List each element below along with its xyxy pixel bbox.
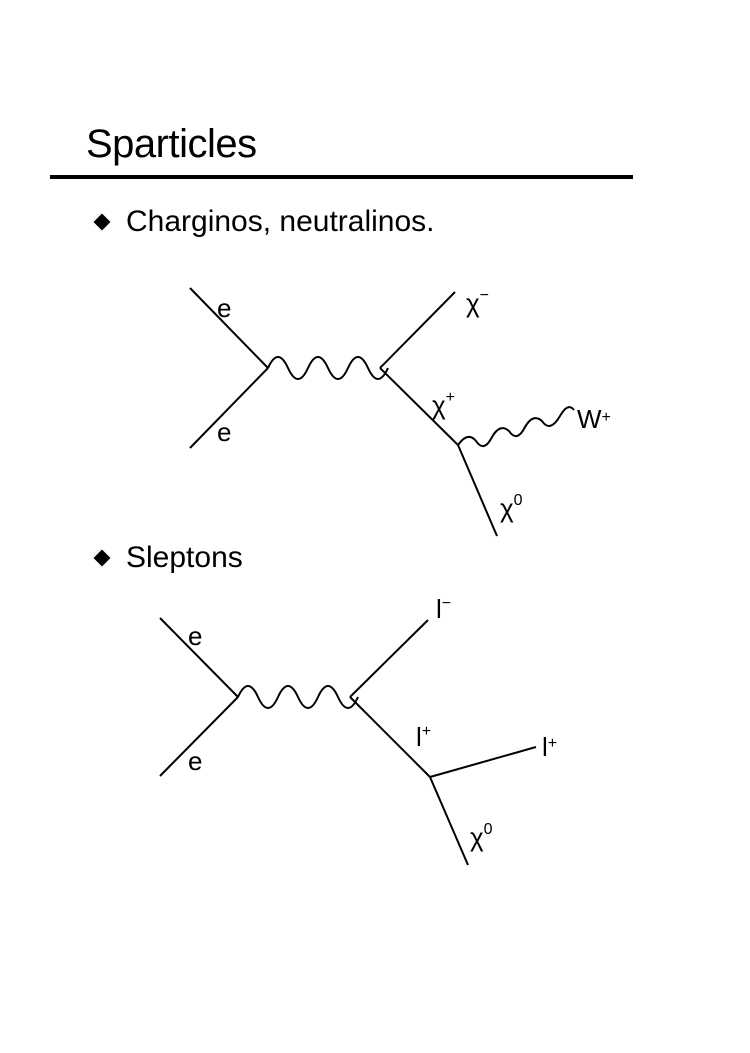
title-rule xyxy=(50,175,633,179)
label-e-top: e xyxy=(188,621,202,651)
label-chi-zero: χ0 xyxy=(470,821,493,852)
outgoing-lepton-line xyxy=(429,746,537,778)
bullet-text: Sleptons xyxy=(126,541,243,574)
label-chi-plus: χ+ xyxy=(432,389,455,420)
label-e-bottom: e xyxy=(217,417,231,447)
label-e-bottom: e xyxy=(188,746,202,776)
incoming-electron-line xyxy=(159,617,239,698)
intermediate-slepton-line xyxy=(349,696,431,778)
outgoing-neutralino-line xyxy=(429,776,469,866)
label-lepton-plus: l+ xyxy=(542,732,557,762)
bullet-text: Charginos, neutralinos. xyxy=(126,205,435,238)
outgoing-chargino-line xyxy=(379,291,456,369)
label-w-plus: W+ xyxy=(577,404,611,434)
incoming-positron-line xyxy=(159,696,239,777)
incoming-positron-line xyxy=(189,367,269,449)
slide-title: Sparticles xyxy=(86,122,257,166)
outgoing-slepton-line xyxy=(349,619,429,698)
w-boson-wavy-line xyxy=(457,406,575,448)
label-chi-zero: χ0 xyxy=(500,492,523,523)
outgoing-neutralino-line xyxy=(457,444,498,537)
label-chi-minus: χ− xyxy=(466,287,489,318)
label-slepton-plus: l+ xyxy=(416,722,431,752)
photon-propagator xyxy=(237,685,359,709)
photon-propagator xyxy=(267,356,389,380)
label-e-top: e xyxy=(217,293,231,323)
incoming-electron-line xyxy=(189,287,269,369)
intermediate-chargino-line xyxy=(379,367,459,446)
label-slepton-minus: l− xyxy=(436,594,451,624)
